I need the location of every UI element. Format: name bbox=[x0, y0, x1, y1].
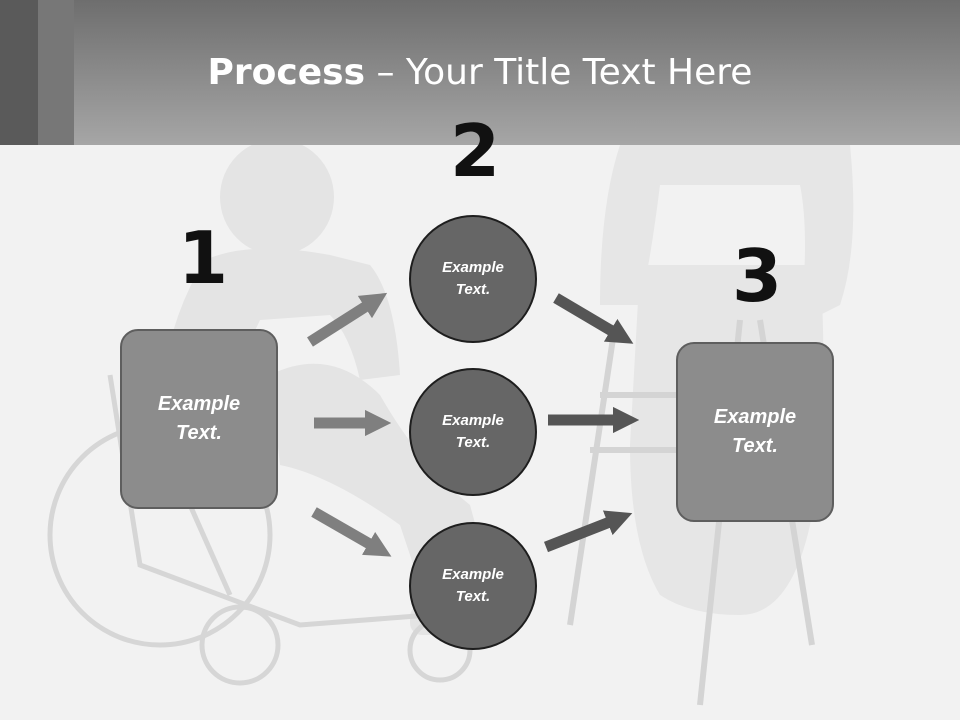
step-number-2: 2 bbox=[450, 109, 501, 193]
arrow-to-circle-1 bbox=[307, 292, 388, 347]
step-number-1: 1 bbox=[178, 216, 229, 300]
arrow-to-circle-3 bbox=[311, 507, 392, 557]
right-box-text: Example Text. bbox=[713, 406, 797, 457]
title-bold: Process bbox=[207, 52, 366, 93]
title-bar-accent-light bbox=[38, 0, 74, 145]
title-bar: Process – Your Title Text Here bbox=[0, 0, 960, 145]
circle-3: Example Text. bbox=[409, 522, 537, 650]
circle-2-text: Example Text. bbox=[442, 411, 504, 452]
arrow-from-circle-3 bbox=[543, 510, 633, 553]
circle-1-text: Example Text. bbox=[442, 258, 504, 299]
left-box-text: Example Text. bbox=[157, 393, 241, 444]
arrow-from-circle-1 bbox=[553, 293, 634, 344]
title-rest: – Your Title Text Here bbox=[365, 52, 753, 93]
title-bar-accent-dark bbox=[0, 0, 38, 145]
step-number-3: 3 bbox=[732, 234, 783, 318]
left-text-box: Example Text. bbox=[120, 329, 278, 509]
slide-title: Process – Your Title Text Here bbox=[0, 52, 960, 93]
circle-1: Example Text. bbox=[409, 215, 537, 343]
circle-2: Example Text. bbox=[409, 368, 537, 496]
circle-3-text: Example Text. bbox=[442, 565, 504, 606]
right-text-box: Example Text. bbox=[676, 342, 834, 522]
